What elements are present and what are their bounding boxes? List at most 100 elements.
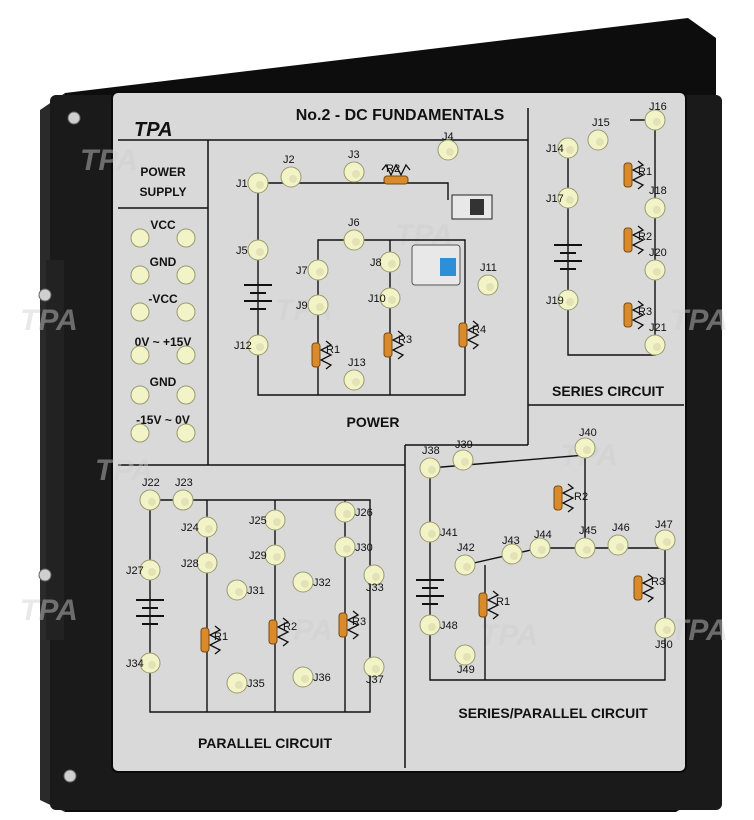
resistor-component-icon [383,175,409,185]
jack-j35[interactable]: J35 [226,672,265,694]
jack-hole [301,580,309,588]
brand-logo: TPA [134,119,173,141]
jack-hole [538,546,546,554]
jack-hole [352,170,360,178]
power-supply-jack[interactable] [130,228,150,248]
jack-j49[interactable]: J49 [454,644,476,676]
jack-j18[interactable]: J18 [644,185,667,219]
power-supply-title: POWER [140,165,186,179]
power-supply-jack[interactable] [176,385,196,405]
jack-j1[interactable]: J1 [236,172,269,194]
jack-j12[interactable]: J12 [234,334,269,356]
jack-j30[interactable]: J30 [334,536,373,558]
jack-j42[interactable]: J42 [454,542,476,576]
jack-j16[interactable]: J16 [644,101,667,131]
jack-hole [148,498,156,506]
jack-j46[interactable]: J46 [607,522,630,556]
jack-j20[interactable]: J20 [644,247,667,281]
jack-j24[interactable]: J24 [181,516,218,538]
jack-j48[interactable]: J48 [419,614,458,636]
jack-hole [428,530,436,538]
jack-j14[interactable]: J14 [546,137,579,159]
jack-label: J12 [234,340,252,352]
power-supply-jack[interactable] [176,302,196,322]
screw-icon [38,288,52,302]
jack-j31[interactable]: J31 [226,579,265,601]
jack-j50[interactable]: J50 [654,617,676,651]
jack-hole [596,138,604,146]
jack-j38[interactable]: J38 [419,445,441,479]
jack-hole [148,568,156,576]
jack-label: J15 [592,117,610,129]
jack-j44[interactable]: J44 [529,529,552,559]
jack-j5[interactable]: J5 [236,239,269,261]
jack-label: J9 [296,300,308,312]
jack-j15[interactable]: J15 [587,117,610,151]
resistor-label: R4 [472,324,486,336]
power-supply-jack[interactable] [176,265,196,285]
jack-j3[interactable]: J3 [343,149,365,183]
power-supply-jack[interactable] [130,423,150,443]
jack-j28[interactable]: J28 [181,552,218,574]
jack-label: J10 [368,293,386,305]
resistor-symbol-icon [631,300,645,330]
power-supply-jack[interactable] [130,385,150,405]
jack-j2[interactable]: J2 [280,154,302,188]
jack-label: J39 [455,439,473,451]
jack-j45[interactable]: J45 [574,525,597,559]
jack-j19[interactable]: J19 [546,289,579,311]
rail-label: 0V ~ +15V [135,335,192,349]
jack-j6[interactable]: J6 [343,217,365,251]
resistor-symbol-icon [631,160,645,190]
jack-label: J2 [283,154,295,166]
jack-j10[interactable]: J10 [368,287,401,309]
jack-j13[interactable]: J13 [343,357,366,391]
jack-label: J19 [546,295,564,307]
jack-j4[interactable]: J4 [437,131,459,161]
jack-j37[interactable]: J37 [363,656,385,686]
jack-j40[interactable]: J40 [574,427,597,459]
jack-j21[interactable]: J21 [644,322,667,356]
jack-j11[interactable]: J11 [477,262,499,296]
jack-hole [583,446,591,454]
jack-j39[interactable]: J39 [452,439,474,471]
power-supply-jack[interactable] [176,423,196,443]
jack-j9[interactable]: J9 [296,294,329,316]
jack-hole [181,498,189,506]
jack-j27[interactable]: J27 [126,559,161,581]
jack-label: J25 [249,515,267,527]
power-supply-jack[interactable] [130,345,150,365]
jack-j47[interactable]: J47 [654,519,676,551]
jack-j25[interactable]: J25 [249,509,286,531]
section-title-parallel: PARALLEL CIRCUIT [198,735,332,751]
jack-j7[interactable]: J7 [296,259,329,281]
jack-j41[interactable]: J41 [419,521,458,543]
jack-j26[interactable]: J26 [334,501,373,523]
power-supply-jack[interactable] [130,302,150,322]
resistor-component-icon [338,612,348,638]
jack-j29[interactable]: J29 [249,544,286,566]
jack-j17[interactable]: J17 [546,187,579,209]
power-supply-jack[interactable] [130,265,150,285]
power-switch[interactable] [411,194,493,286]
resistor-symbol-icon [486,590,500,620]
power-supply-jack[interactable] [176,345,196,365]
jack-j43[interactable]: J43 [501,535,523,565]
switch-toggle-icon[interactable] [440,258,456,276]
jack-j22[interactable]: J22 [139,477,161,511]
jack-j33[interactable]: J33 [363,564,385,594]
jack-label: J40 [579,427,597,439]
jack-j8[interactable]: J8 [370,251,401,273]
jack-label: J45 [579,525,597,537]
resistors [200,160,655,655]
resistor-component-icon [200,627,210,653]
battery-icons [136,244,582,625]
jack-label: J50 [655,639,673,651]
jack-j34[interactable]: J34 [126,652,161,674]
power-supply-jack[interactable] [176,228,196,248]
jack-hole [343,510,351,518]
jack-j23[interactable]: J23 [172,477,194,511]
jack-j36[interactable]: J36 [292,666,331,688]
jack-j32[interactable]: J32 [292,571,331,593]
